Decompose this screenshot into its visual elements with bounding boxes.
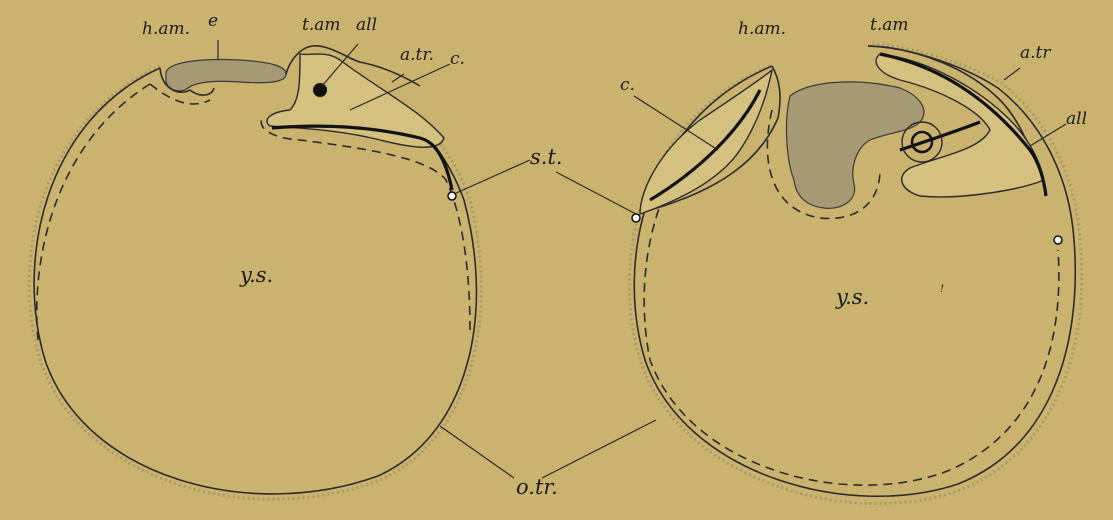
label-right-h-am: h.am. bbox=[738, 19, 786, 39]
right-sinus-terminalis-left bbox=[632, 214, 640, 222]
right-diagram: ! bbox=[629, 44, 1082, 504]
label-left-t-am: t.am bbox=[302, 15, 341, 35]
left-allantois-spot bbox=[313, 83, 327, 97]
leader-right-atr bbox=[1004, 68, 1020, 80]
label-left-ys: y.s. bbox=[239, 263, 273, 287]
right-embryo bbox=[787, 82, 924, 208]
label-right-a-tr: a.tr bbox=[1020, 43, 1051, 63]
leader-st-right bbox=[556, 172, 636, 214]
label-left-c: c. bbox=[450, 49, 465, 69]
label-o-tr: o.tr. bbox=[516, 475, 558, 499]
left-coelom bbox=[267, 54, 444, 147]
label-right-ys: y.s. bbox=[835, 285, 869, 309]
label-st: s.t. bbox=[530, 145, 563, 169]
right-stray-mark: ! bbox=[940, 284, 944, 295]
leader-st-left bbox=[454, 160, 530, 194]
label-left-a-tr: a.tr. bbox=[400, 45, 434, 65]
leader-otr-left bbox=[440, 426, 514, 478]
left-embryo bbox=[166, 60, 286, 91]
label-left-h-am: h.am. bbox=[142, 19, 190, 39]
label-left-all: all bbox=[356, 15, 377, 35]
label-right-all: all bbox=[1066, 109, 1087, 129]
label-left-e: e bbox=[208, 11, 218, 31]
label-right-t-am: t.am bbox=[870, 15, 909, 35]
leader-otr-right bbox=[542, 420, 656, 478]
label-right-c: c. bbox=[620, 75, 635, 95]
right-sinus-terminalis-right bbox=[1054, 236, 1062, 244]
